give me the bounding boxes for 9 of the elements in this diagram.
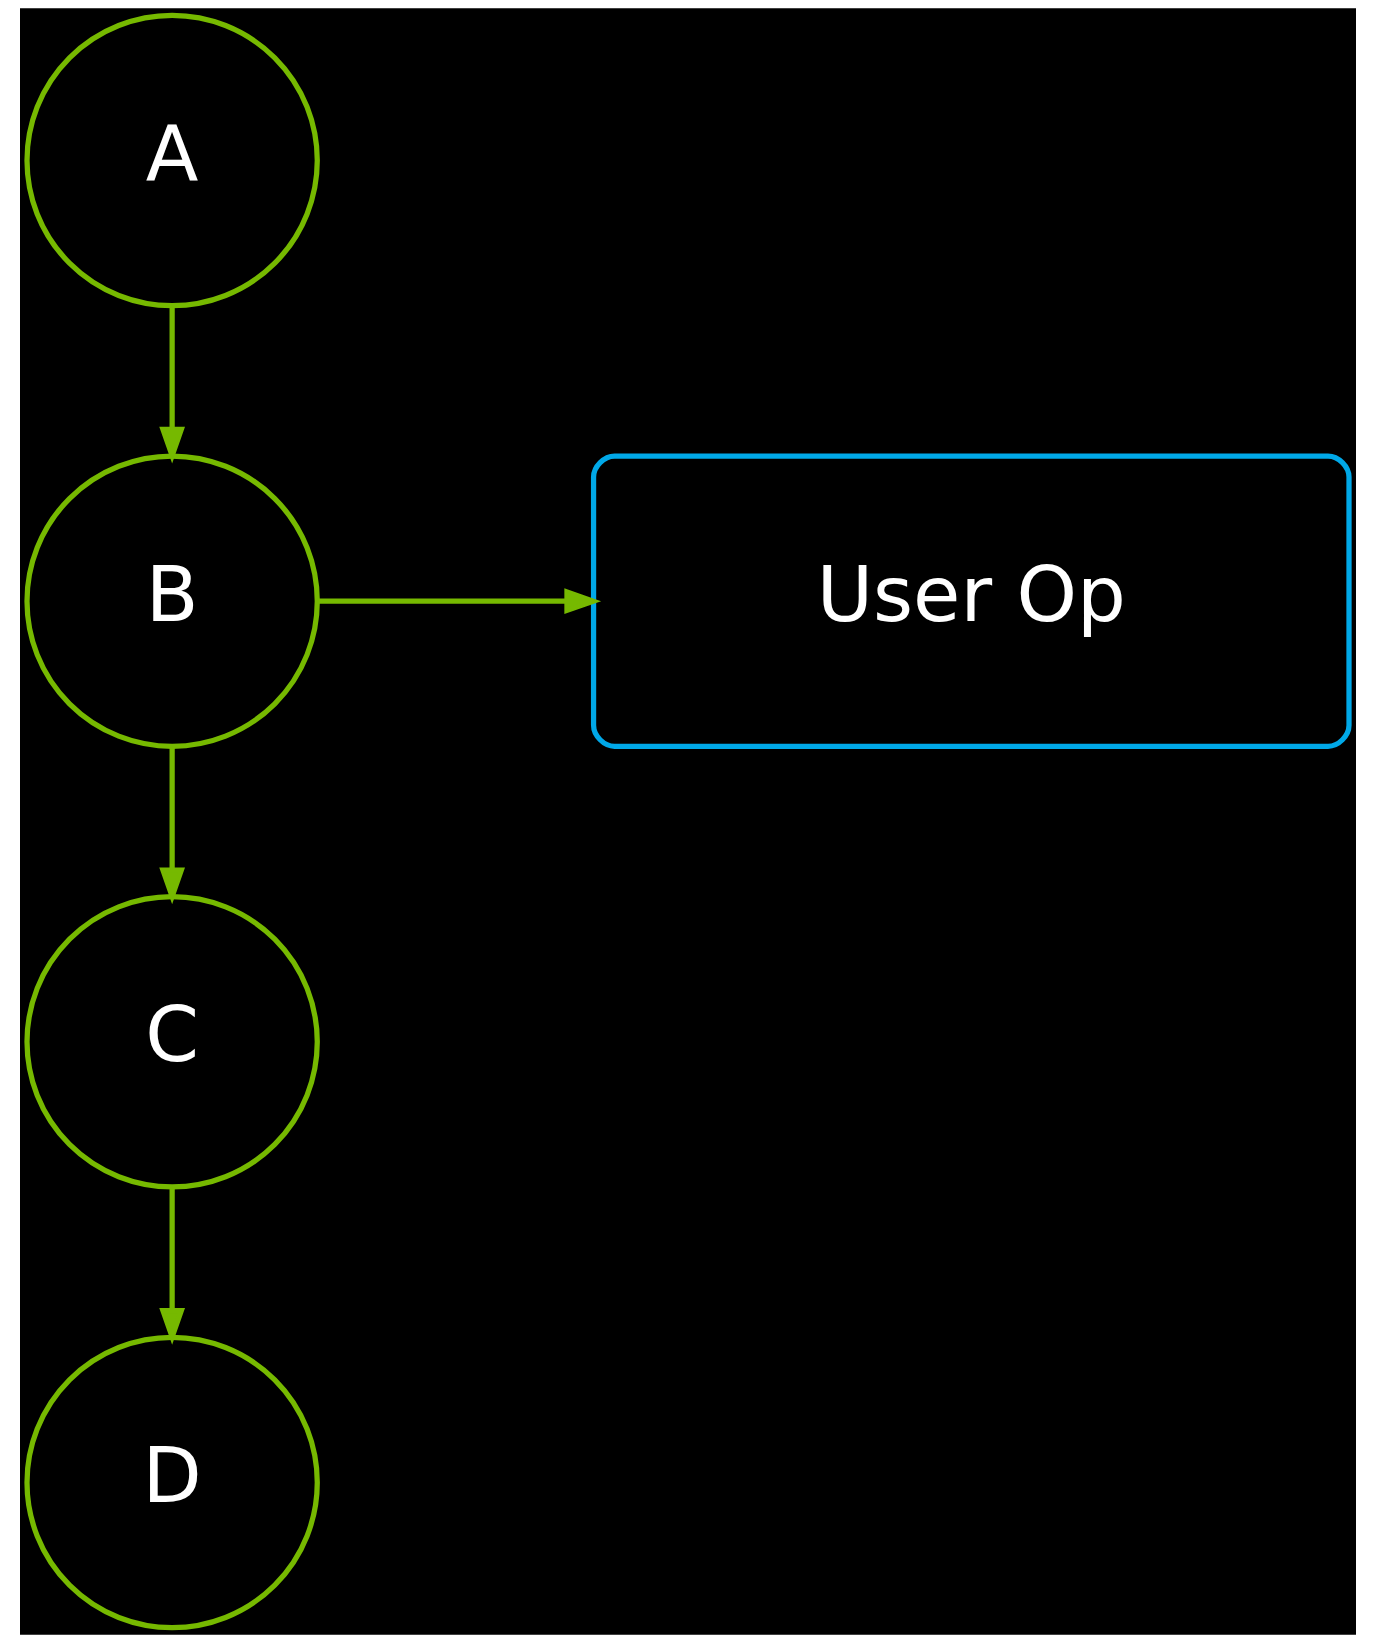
node-circle: B: [23, 453, 320, 749]
node-circle: D: [23, 1334, 320, 1631]
arrow: [158, 746, 185, 905]
arrow: [316, 588, 601, 615]
node-circle: A: [23, 12, 320, 309]
arrow: [158, 1187, 185, 1345]
node-box: User Op: [590, 453, 1352, 749]
arrow: [158, 306, 185, 464]
node-circle: C: [23, 894, 320, 1190]
